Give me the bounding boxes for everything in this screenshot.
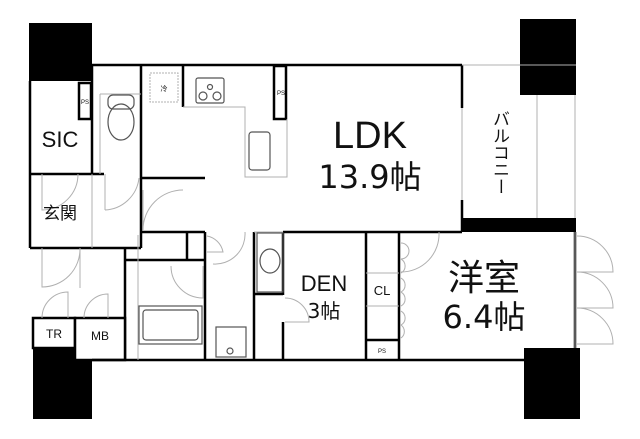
stove-icon — [195, 77, 225, 104]
structural-columns — [29, 19, 580, 419]
sink-icon — [248, 131, 271, 171]
western-room-size: 6.4帖 — [443, 298, 526, 336]
closet-label: CL — [374, 283, 391, 298]
toilet-icon — [107, 94, 135, 141]
room-labels: LDK 13.9帖 洋室 6.4帖 DEN 3帖 SIC 玄関 CL TR MB… — [42, 84, 526, 355]
ps-label: PS — [378, 349, 386, 355]
refrigerator-mark: 冷 — [161, 84, 168, 93]
bathtub-icon — [138, 305, 203, 345]
fixtures — [107, 77, 284, 358]
ldk-label: LDK — [333, 115, 407, 157]
den-label: DEN — [301, 271, 347, 296]
ldk-size: 13.9帖 — [318, 158, 421, 196]
mb-label: MB — [91, 329, 109, 343]
washbasin-icon — [256, 232, 284, 293]
tr-label: TR — [46, 327, 62, 341]
balcony-label: バルコニー — [489, 110, 509, 195]
entrance-label: 玄関 — [43, 204, 77, 224]
walls — [28, 63, 577, 362]
sic-label: SIC — [42, 127, 79, 152]
ps-label: PS — [277, 91, 285, 97]
thin-lines — [41, 64, 614, 360]
ps-label: PS — [81, 100, 89, 106]
western-room-label: 洋室 — [448, 258, 520, 299]
washer-pan-icon — [215, 326, 247, 358]
den-size: 3帖 — [308, 299, 341, 323]
